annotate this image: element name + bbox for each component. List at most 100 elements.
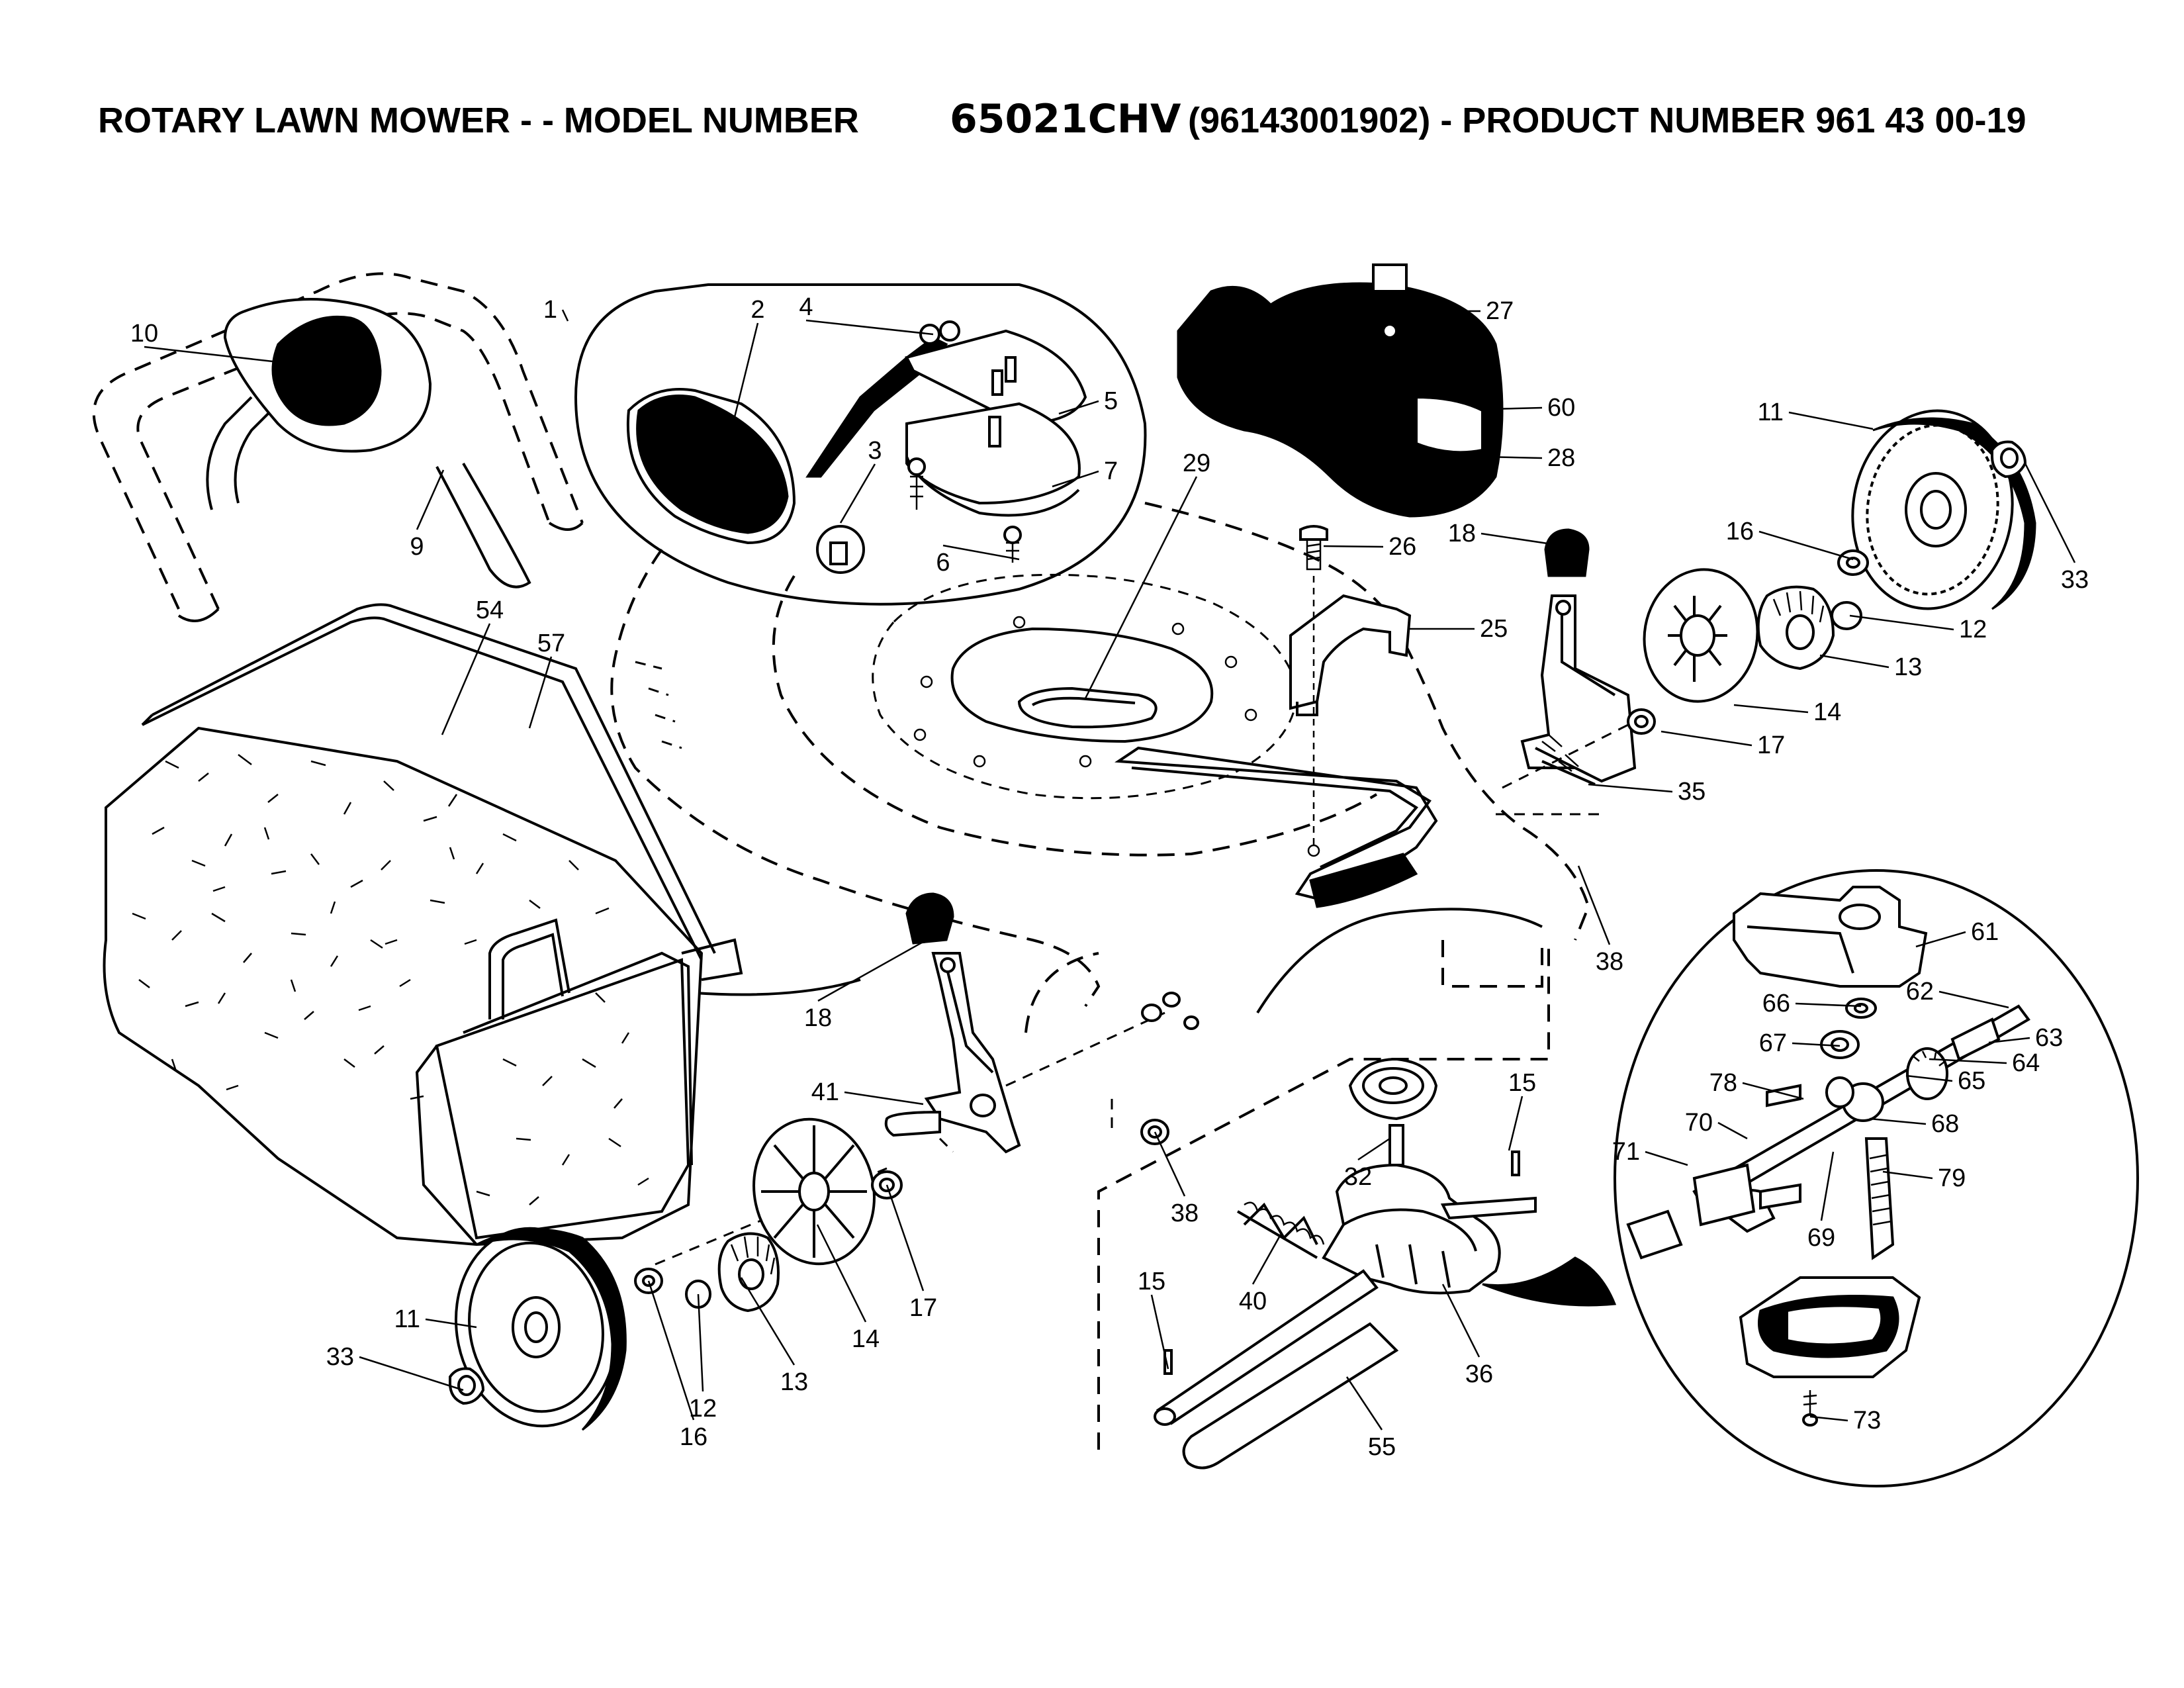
- callout-label-c32: 32: [1344, 1163, 1372, 1191]
- callout-leader-c12b: [697, 1293, 704, 1392]
- callout-label-c13a: 13: [1894, 653, 1922, 681]
- callout-leader-c38a: [1577, 865, 1611, 945]
- grass-bag-texture: [132, 754, 649, 1205]
- callout-label-c33b: 33: [326, 1343, 354, 1371]
- callout-label-c79: 79: [1938, 1164, 1966, 1192]
- callout-leader-c36: [1441, 1284, 1480, 1358]
- callout-leader-c70: [1717, 1121, 1748, 1140]
- callout-leader-c16a: [1758, 530, 1854, 561]
- callout-leader-c57: [528, 656, 553, 729]
- callout-label-c17a: 17: [1757, 731, 1785, 759]
- callout-leader-c18a: [1480, 532, 1553, 545]
- callout-leader-c65: [1905, 1074, 1953, 1082]
- callout-leader-c35: [1588, 783, 1673, 793]
- callout-label-c9: 9: [410, 533, 424, 561]
- callout-leader-c14a: [1733, 704, 1809, 714]
- callout-label-c78: 78: [1709, 1069, 1737, 1097]
- model-number: 65021CHV: [950, 96, 1181, 142]
- callout-leader-c55: [1345, 1376, 1383, 1430]
- callout-label-c18a: 18: [1448, 520, 1476, 547]
- callout-label-c62: 62: [1906, 978, 1934, 1006]
- callout-leader-c2: [733, 322, 759, 418]
- callout-label-c28: 28: [1547, 444, 1575, 472]
- callout-leader-c4: [805, 319, 934, 336]
- callout-label-c36: 36: [1465, 1360, 1493, 1388]
- callout-leader-c63: [1988, 1037, 2030, 1044]
- callout-leader-c6: [942, 544, 1020, 561]
- callout-label-c7: 7: [1104, 457, 1118, 485]
- callout-label-c12b: 12: [689, 1395, 717, 1423]
- right-rear-wheel-assembly: [1627, 409, 2036, 735]
- callout-leader-c12a: [1849, 614, 1954, 631]
- callout-leader-c79: [1882, 1170, 1933, 1180]
- callout-leader-c3: [839, 463, 876, 524]
- callout-label-c14a: 14: [1813, 698, 1841, 726]
- callout-leader-c7: [1052, 470, 1099, 488]
- callout-label-c3: 3: [868, 437, 882, 465]
- callout-label-c13b: 13: [780, 1368, 808, 1396]
- callout-label-c57: 57: [537, 630, 565, 657]
- callout-leader-c40: [1251, 1234, 1282, 1285]
- callout-leader-c61: [1915, 931, 1966, 948]
- callout-leader-c10: [144, 346, 285, 364]
- callout-label-c40: 40: [1239, 1288, 1267, 1315]
- callout-label-c11a: 11: [1758, 399, 1784, 426]
- callout-label-c11b: 11: [394, 1305, 420, 1333]
- callout-label-c2: 2: [751, 296, 764, 324]
- callout-leader-c54: [441, 623, 491, 735]
- callout-leader-c13a: [1819, 654, 1889, 669]
- callout-leader-c33a: [2024, 463, 2076, 563]
- callout-leader-c17b: [886, 1184, 925, 1291]
- transmission-detail-inset: [1614, 869, 2139, 1487]
- callout-leader-c29: [1084, 476, 1198, 699]
- callout-leader-c16b: [647, 1280, 695, 1421]
- callout-label-c4: 4: [799, 293, 813, 321]
- callout-leader-c71: [1645, 1150, 1688, 1166]
- diagram-title-prefix: ROTARY LAWN MOWER - - MODEL NUMBER: [98, 101, 859, 140]
- callout-label-c65: 65: [1958, 1067, 1985, 1095]
- callout-label-c69: 69: [1807, 1224, 1835, 1252]
- callout-label-c66: 66: [1762, 990, 1790, 1017]
- callout-label-c16a: 16: [1726, 518, 1754, 545]
- callout-leader-c60: [1488, 406, 1543, 410]
- callout-label-c61: 61: [1971, 918, 1999, 946]
- callout-label-c73: 73: [1853, 1407, 1881, 1434]
- handle-assembly: [92, 272, 584, 622]
- callout-leader-c73: [1809, 1415, 1848, 1422]
- callout-label-c16b: 16: [680, 1423, 707, 1451]
- callout-label-c6: 6: [936, 549, 950, 577]
- callout-label-c55: 55: [1368, 1433, 1396, 1461]
- transmission-assembly: [1097, 940, 1617, 1470]
- callout-leader-c64: [1929, 1058, 2007, 1064]
- callout-label-c38b: 38: [1171, 1199, 1199, 1227]
- callout-leader-c26: [1323, 545, 1384, 548]
- callout-leader-c68: [1869, 1117, 1927, 1125]
- callout-leader-c69: [1820, 1151, 1835, 1221]
- callout-label-c25: 25: [1480, 615, 1508, 643]
- callout-label-c63: 63: [2035, 1024, 2063, 1052]
- callout-label-c15a: 15: [1508, 1069, 1536, 1097]
- callout-label-c26: 26: [1388, 533, 1416, 561]
- callout-leader-c38b: [1154, 1131, 1186, 1197]
- rear-deflector: [1177, 263, 1504, 518]
- callout-leader-c78: [1742, 1082, 1804, 1100]
- callout-leader-c13b: [740, 1277, 796, 1366]
- control-group-inset: [574, 283, 1147, 606]
- callout-leader-c18b: [817, 939, 927, 1002]
- callout-label-c14b: 14: [852, 1325, 880, 1353]
- handle-grip-dark: [271, 315, 382, 426]
- callout-leader-c11b: [425, 1318, 477, 1329]
- callout-leader-c11a: [1788, 411, 1874, 430]
- callout-label-c38a: 38: [1596, 948, 1623, 976]
- callout-leader-c66: [1795, 1002, 1862, 1008]
- callout-label-c68: 68: [1931, 1110, 1959, 1138]
- callout-label-c27: 27: [1486, 297, 1514, 325]
- callout-label-c33a: 33: [2061, 566, 2089, 594]
- left-front-wheel-assembly: [449, 1099, 1169, 1431]
- callout-label-c64: 64: [2012, 1049, 2040, 1077]
- left-height-lever: [884, 892, 1199, 1154]
- callout-label-c54: 54: [476, 596, 504, 624]
- callout-label-c71: 71: [1612, 1138, 1640, 1166]
